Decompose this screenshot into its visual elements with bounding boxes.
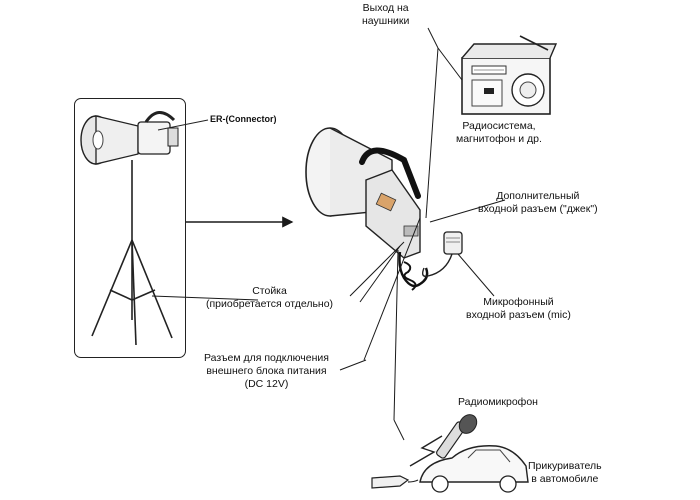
megaphone-icon (305, 127, 429, 291)
tripod-stand-icon (91, 160, 173, 346)
aux-jack-label: Дополнительный входной разъем ("джек") (478, 190, 598, 216)
radio-system-line-1: Радиосистема, (462, 120, 536, 132)
cigarette-lighter-line-2: в автомобиле (531, 473, 599, 485)
wireless-mic-label: Радиомикрофон (458, 396, 538, 408)
power-jack-line-2: внешнего блока питания (206, 365, 327, 377)
aux-jack-line-1: Дополнительный (496, 190, 580, 202)
er-connector-label: ER-(Connector) (210, 114, 277, 124)
er-connector-pointer (157, 119, 209, 131)
headphones-out-label: Выход на наушники (362, 2, 409, 28)
stand-line-1: Стойка (252, 285, 287, 297)
pointer-lines (151, 27, 506, 441)
car-icon (419, 445, 529, 493)
headphones-out-line-1: Выход на (362, 2, 409, 14)
cigarette-lighter-label: Прикуриватель в автомобиле (528, 460, 602, 486)
power-jack-label: Разъем для подключения внешнего блока пи… (204, 352, 329, 391)
radio-system-label: Радиосистема, магнитофон и др. (456, 120, 542, 146)
headphones-out-line-2: наушники (362, 15, 410, 27)
mic-jack-line-2: входной разъем (mic) (466, 309, 571, 321)
plug-icon (371, 475, 419, 489)
power-jack-line-1: Разъем для подключения (204, 352, 329, 364)
mic-jack-label: Микрофонный входной разъем (mic) (466, 296, 571, 322)
radio-link-zigzag (409, 435, 443, 467)
wireless-mic-icon (436, 414, 478, 459)
microphone-icon (421, 231, 463, 278)
cigarette-lighter-line-1: Прикуриватель (528, 460, 602, 472)
inset-frame (74, 98, 186, 358)
aux-jack-line-2: входной разъем ("джек") (478, 203, 598, 215)
stand-label: Стойка (приобретается отдельно) (206, 285, 333, 311)
stand-line-2: (приобретается отдельно) (206, 298, 334, 310)
inset-megaphone-icon (80, 111, 179, 165)
mic-jack-line-1: Микрофонный (483, 296, 554, 308)
power-jack-line-3: (DC 12V) (244, 378, 289, 390)
radio-icon (461, 35, 558, 115)
radio-system-line-2: магнитофон и др. (456, 133, 542, 145)
